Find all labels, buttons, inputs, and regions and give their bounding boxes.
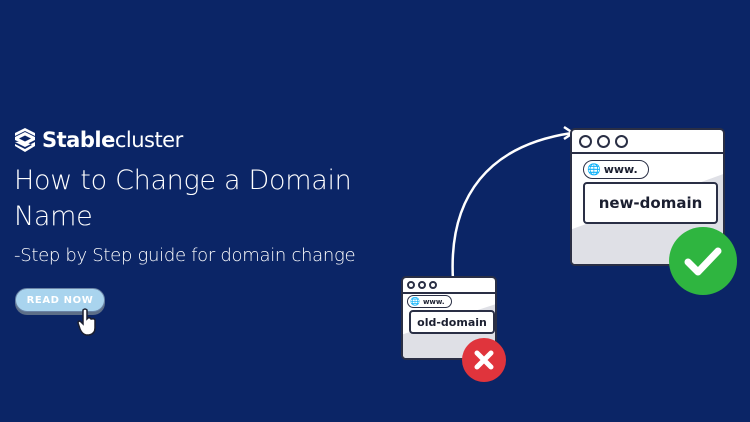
url-bar: 🌐 www.	[407, 295, 452, 308]
window-dot-icon	[407, 281, 415, 289]
logo: Stablecluster	[13, 127, 183, 153]
window-dot-icon	[597, 134, 610, 148]
url-prefix: www.	[422, 297, 445, 306]
window-dot-icon	[429, 281, 437, 289]
read-now-button[interactable]: READ NOW	[15, 288, 105, 312]
new-browser-window: 🌐 www. new-domain	[570, 128, 725, 266]
pointer-hand-icon	[77, 308, 96, 336]
old-browser-window: 🌐 www. old-domain	[401, 276, 497, 360]
brand-name: Stablecluster	[42, 128, 183, 152]
curved-arrow-icon	[451, 125, 576, 281]
page-title: How to Change a Domain Name	[14, 165, 352, 232]
window-dot-icon	[418, 281, 426, 289]
window-dot-icon	[615, 134, 628, 148]
brand-bold: Stable	[42, 128, 115, 152]
window-dot-icon	[579, 134, 592, 148]
old-domain-field: old-domain	[409, 310, 495, 334]
url-prefix: www.	[603, 163, 638, 176]
brand-regular: cluster	[114, 128, 183, 152]
check-mark-icon	[669, 227, 737, 295]
url-bar: 🌐 www.	[583, 160, 649, 179]
x-mark-icon	[462, 338, 506, 382]
globe-icon: 🌐	[410, 297, 420, 306]
page-subtitle: -Step by Step guide for domain change	[14, 245, 356, 266]
stacked-s-layers-icon	[15, 128, 35, 152]
globe-icon: 🌐	[587, 163, 601, 176]
new-domain-field: new-domain	[583, 182, 718, 224]
